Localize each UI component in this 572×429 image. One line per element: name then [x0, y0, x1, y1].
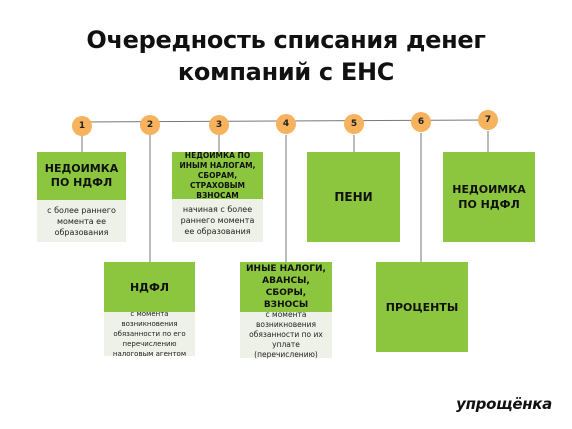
step-4-box: ИНЫЕ НАЛОГИ, АВАНСЫ, СБОРЫ, ВЗНОСЫ — [240, 262, 332, 312]
step-2-circle: 2 — [140, 115, 160, 135]
step-4-circle: 4 — [276, 114, 296, 134]
title-line-2: компаний с ЕНС — [177, 58, 395, 86]
title-line-1: Очередность списания денег — [86, 26, 486, 54]
step-4-note: с момента возникновения обязанности по и… — [240, 310, 332, 359]
step-2-note: с момента возникновения обязанности по е… — [104, 310, 195, 358]
step-3-circle: 3 — [209, 115, 229, 135]
step-5-circle: 5 — [344, 114, 364, 134]
step-6-circle: 6 — [411, 112, 431, 132]
step-2-box: НДФЛ — [104, 262, 195, 312]
step-7-box: НЕДОИМКА ПО НДФЛ — [443, 152, 535, 242]
step-7-circle: 7 — [478, 110, 498, 130]
step-3-note: начиная с более раннего момента ее образ… — [172, 199, 263, 242]
page-title: Очередность списания денег компаний с ЕН… — [0, 24, 572, 88]
step-1-note: с более раннего момента ее образования — [37, 200, 126, 242]
step-6-box: ПРОЦЕНТЫ — [376, 262, 468, 352]
step-3-box: НЕДОИМКА ПО ИНЫМ НАЛОГАМ, СБОРАМ, СТРАХО… — [172, 151, 263, 200]
step-1-circle: 1 — [72, 116, 92, 136]
step-5-box: ПЕНИ — [307, 152, 400, 242]
step-1-box: НЕДОИМКА ПО НДФЛ — [37, 152, 126, 200]
brand-logo: упрощёнка — [456, 395, 552, 413]
